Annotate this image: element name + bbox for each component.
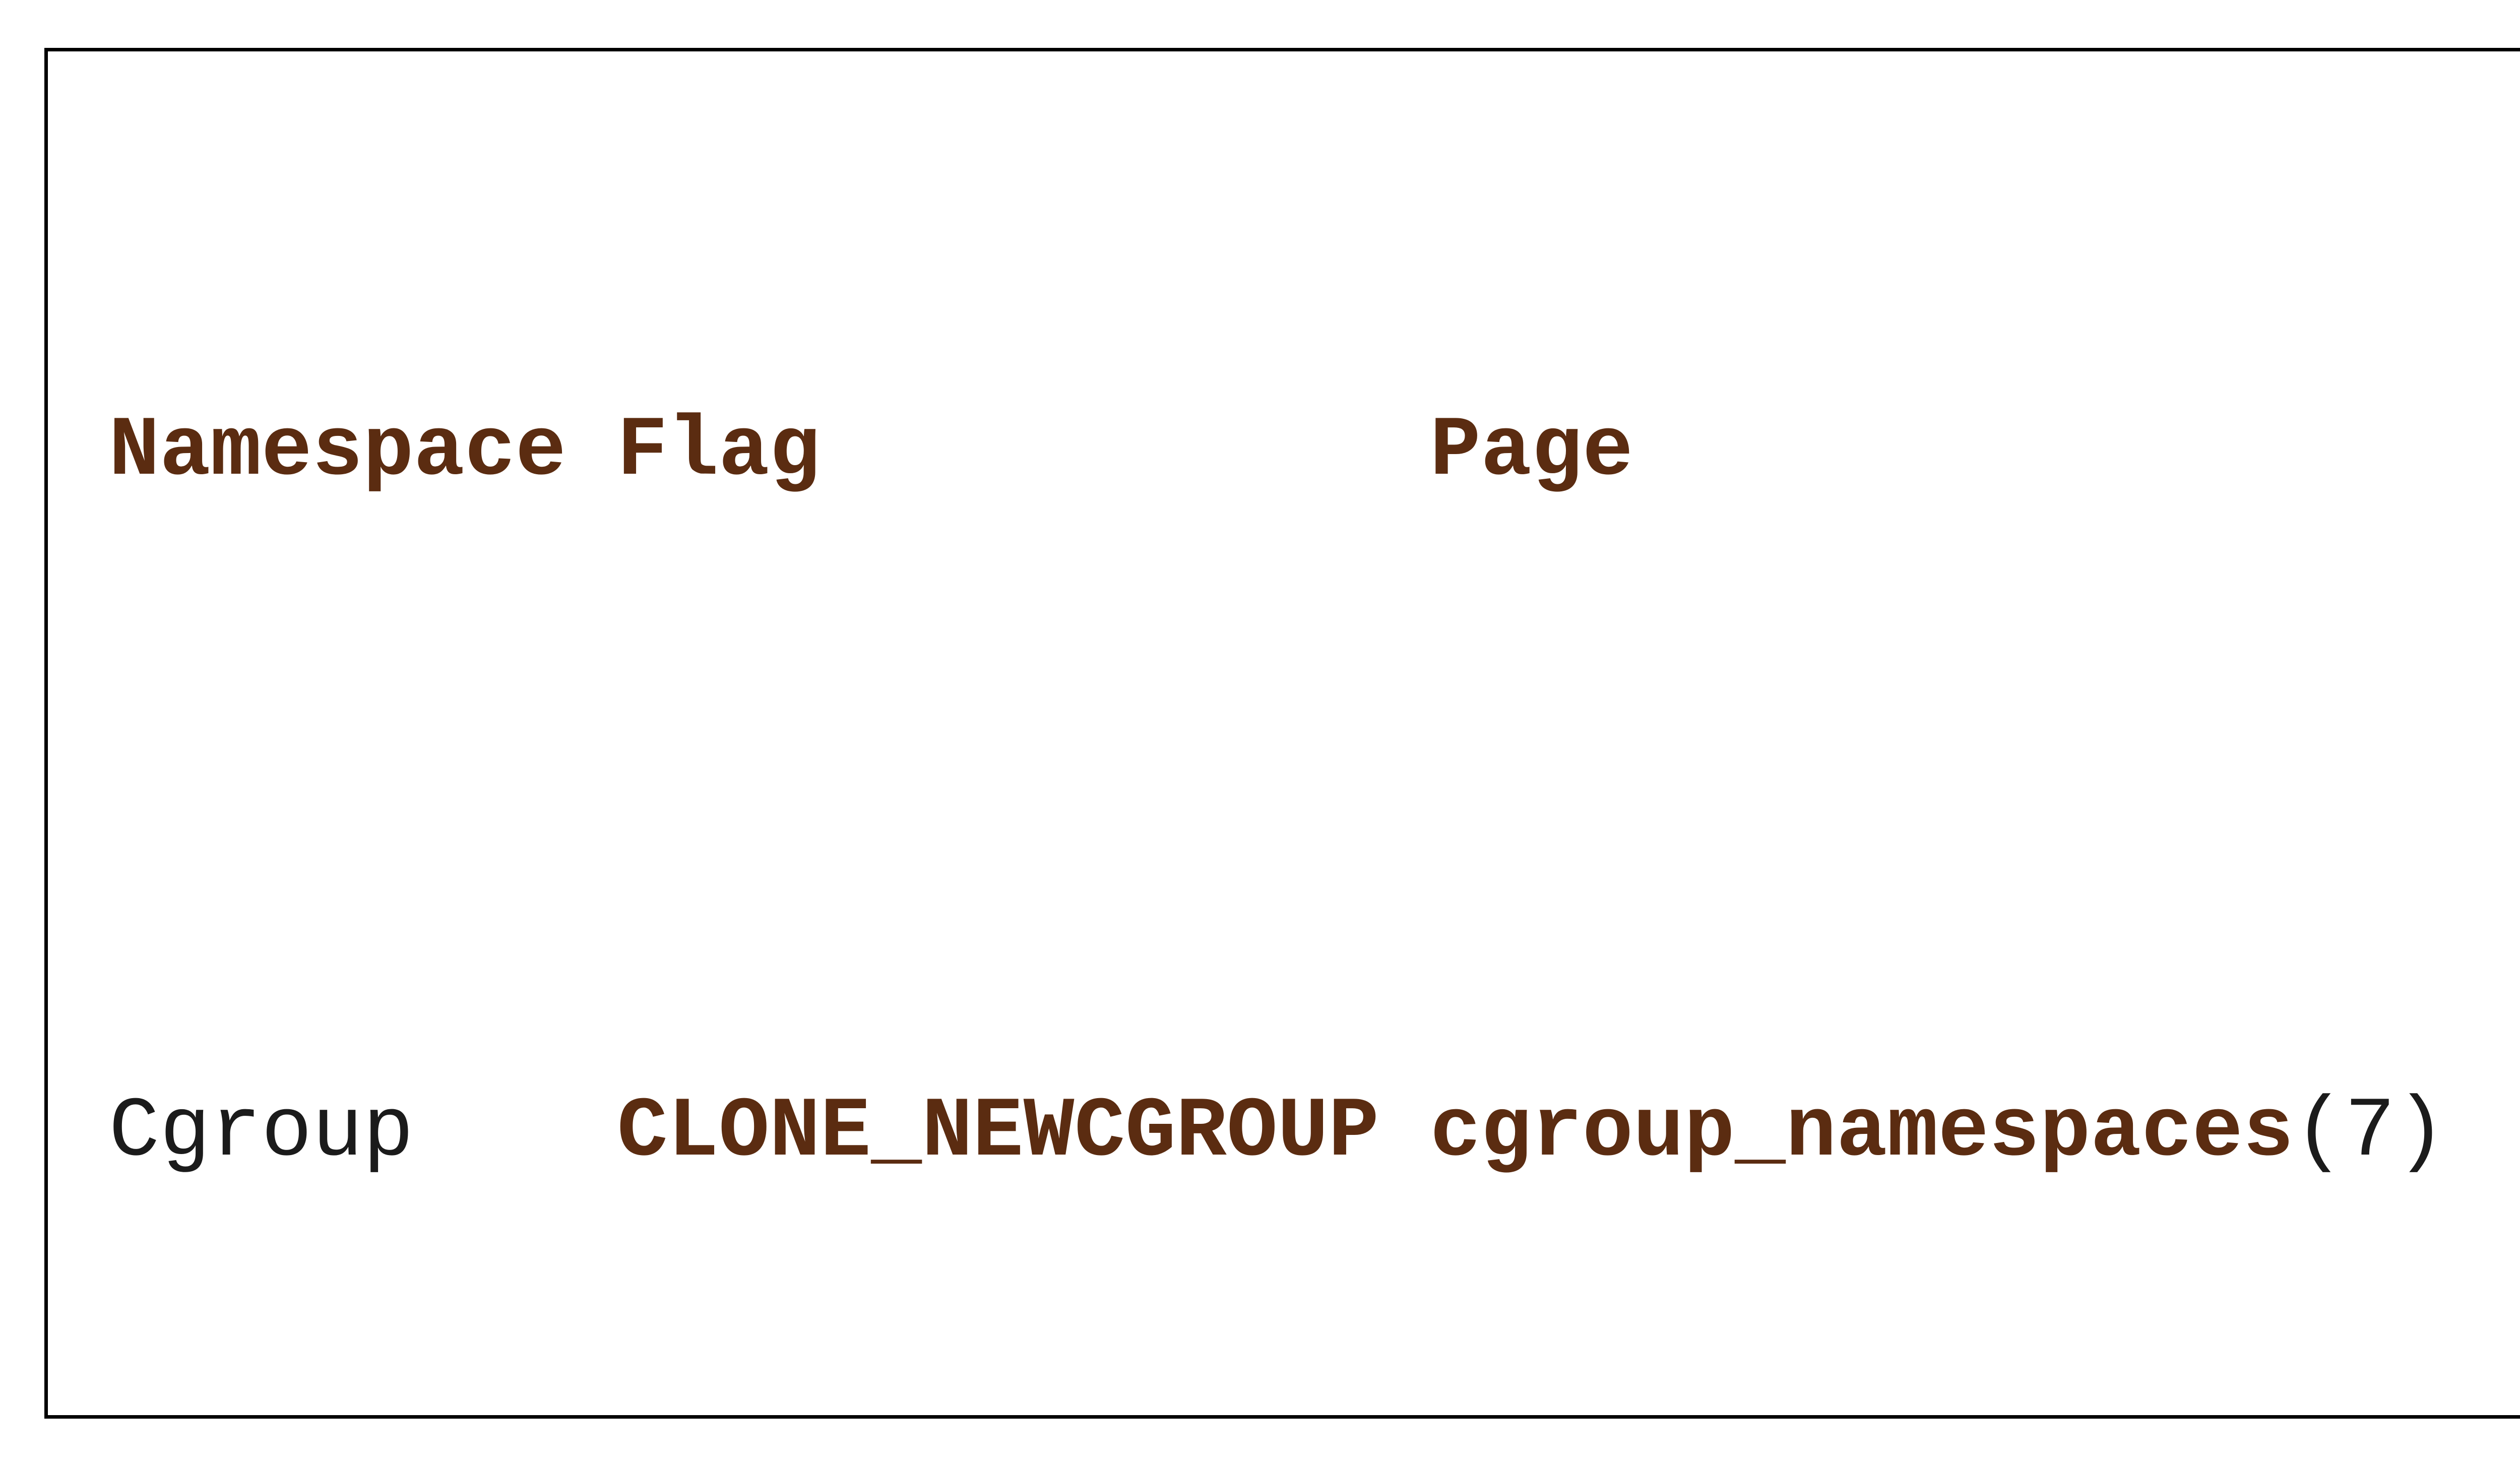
page-section-number: (7) <box>2294 1085 2446 1180</box>
namespaces-table-frame: Namespace Flag Page Isolates Cgroup CLON… <box>44 48 2520 1419</box>
namespace-cell: Cgroup <box>109 1085 414 1180</box>
page-name: cgroup_namespaces <box>1430 1085 2294 1180</box>
table-header-row: Namespace Flag Page Isolates <box>109 403 2520 500</box>
flag-cell: CLONE_NEWCGROUP <box>617 1085 1379 1180</box>
namespaces-table: Namespace Flag Page Isolates Cgroup CLON… <box>48 51 2520 1464</box>
column-header-page: Page <box>1430 404 1633 499</box>
column-header-namespace: Namespace <box>109 404 566 499</box>
table-row: Cgroup CLONE_NEWCGROUP cgroup_namespaces… <box>109 1084 2520 1181</box>
page-cell: cgroup_namespaces(7) <box>1430 1084 2520 1181</box>
column-header-flag: Flag <box>617 404 821 499</box>
